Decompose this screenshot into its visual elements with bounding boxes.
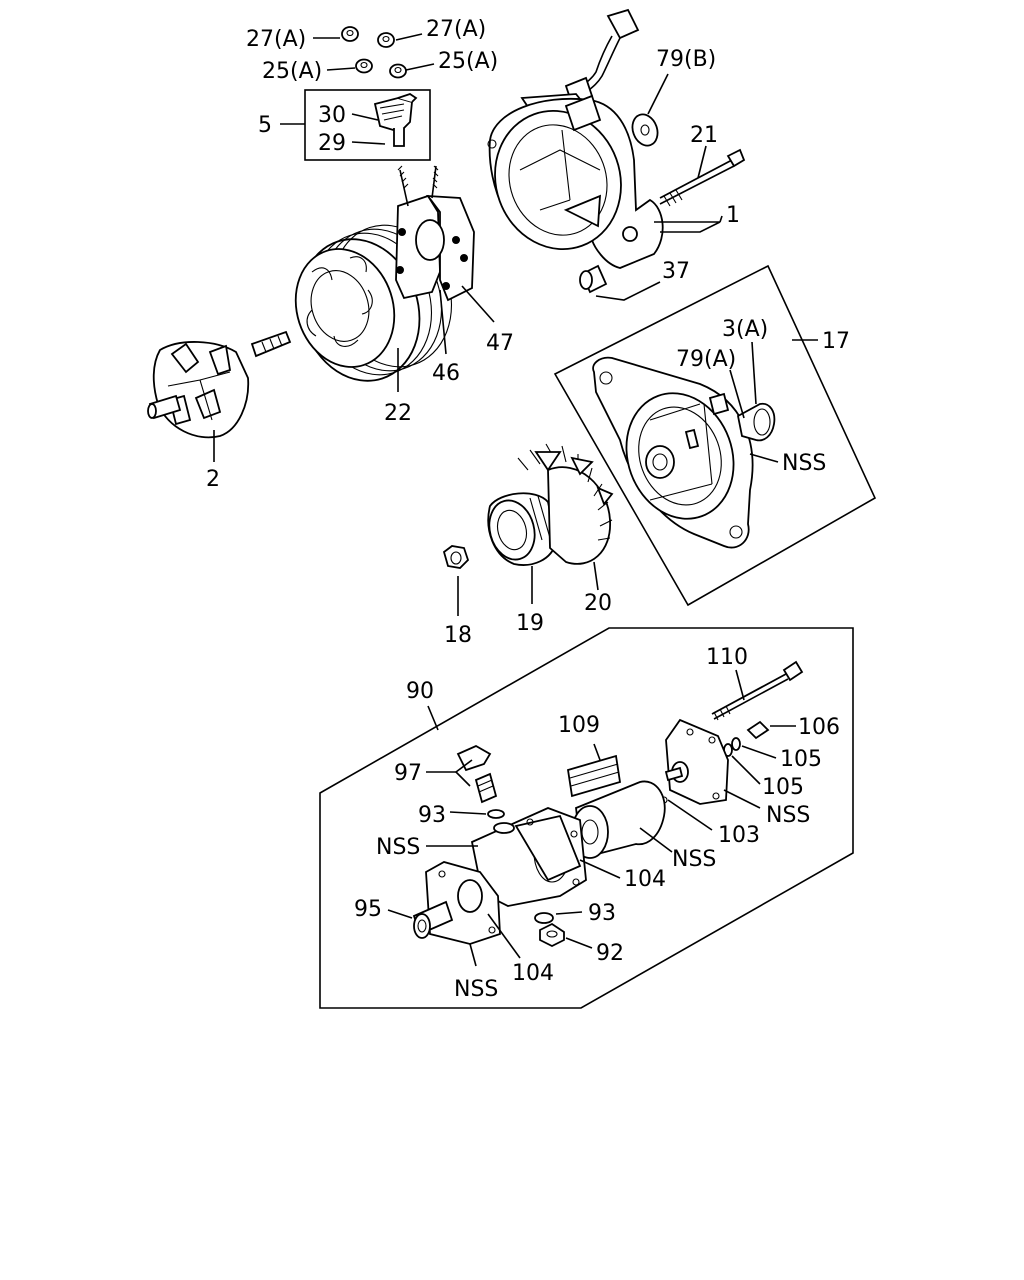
rectifier-assembly	[395, 165, 495, 355]
cooling-fan-20	[517, 443, 614, 591]
label-110: 110	[706, 645, 748, 670]
label-25a-right: 25(A)	[438, 49, 498, 74]
label-95: 95	[354, 897, 382, 922]
label-21: 21	[690, 123, 718, 148]
label-1: 1	[726, 203, 740, 228]
callout-labels: 27(A) 27(A) 25(A) 25(A) 5 30 29 79(B) 21…	[206, 17, 850, 1002]
label-22: 22	[384, 401, 412, 426]
label-93a: 93	[418, 803, 446, 828]
label-79a: 79(A)	[676, 347, 736, 372]
label-27a-left: 27(A)	[246, 27, 306, 52]
rear-bracket	[487, 8, 723, 269]
label-37: 37	[662, 259, 690, 284]
vacuum-pump-kit	[319, 627, 854, 1009]
label-30: 30	[318, 103, 346, 128]
label-2: 2	[206, 467, 220, 492]
label-47: 47	[486, 331, 514, 356]
label-nss-d: NSS	[454, 977, 498, 1002]
label-97: 97	[394, 761, 422, 786]
washer-79b	[631, 73, 669, 147]
nut-25a-left	[326, 58, 373, 74]
label-5: 5	[258, 113, 272, 138]
nut-25a-right	[389, 63, 435, 79]
nut-27a-left	[313, 26, 359, 42]
label-104b: 104	[512, 961, 554, 986]
label-18: 18	[444, 623, 472, 648]
label-92: 92	[596, 941, 624, 966]
label-nss-b: NSS	[766, 803, 810, 828]
label-90: 90	[406, 679, 434, 704]
label-109: 109	[558, 713, 600, 738]
label-103: 103	[718, 823, 760, 848]
label-3a: 3(A)	[722, 317, 768, 342]
label-nss-a: NSS	[376, 835, 420, 860]
label-nss-17: NSS	[782, 451, 826, 476]
label-93b: 93	[588, 901, 616, 926]
label-25a-left: 25(A)	[262, 59, 322, 84]
label-20: 20	[584, 591, 612, 616]
label-17: 17	[822, 329, 850, 354]
label-19: 19	[516, 611, 544, 636]
label-105a: 105	[780, 747, 822, 772]
label-nss-c: NSS	[672, 847, 716, 872]
label-46: 46	[432, 361, 460, 386]
label-29: 29	[318, 131, 346, 156]
label-104a: 104	[624, 867, 666, 892]
nut-18	[442, 545, 470, 616]
through-bolt-21	[659, 145, 746, 207]
rotor	[147, 330, 292, 462]
brush-holder-kit	[280, 89, 431, 161]
label-106: 106	[798, 715, 840, 740]
label-79b: 79(B)	[656, 47, 716, 72]
pulley-19	[487, 492, 557, 604]
bushing-37	[579, 264, 661, 301]
label-27a-right: 27(A)	[426, 17, 486, 42]
nut-27a-right	[377, 32, 423, 48]
label-105b: 105	[762, 775, 804, 800]
front-bracket-kit	[553, 264, 877, 607]
